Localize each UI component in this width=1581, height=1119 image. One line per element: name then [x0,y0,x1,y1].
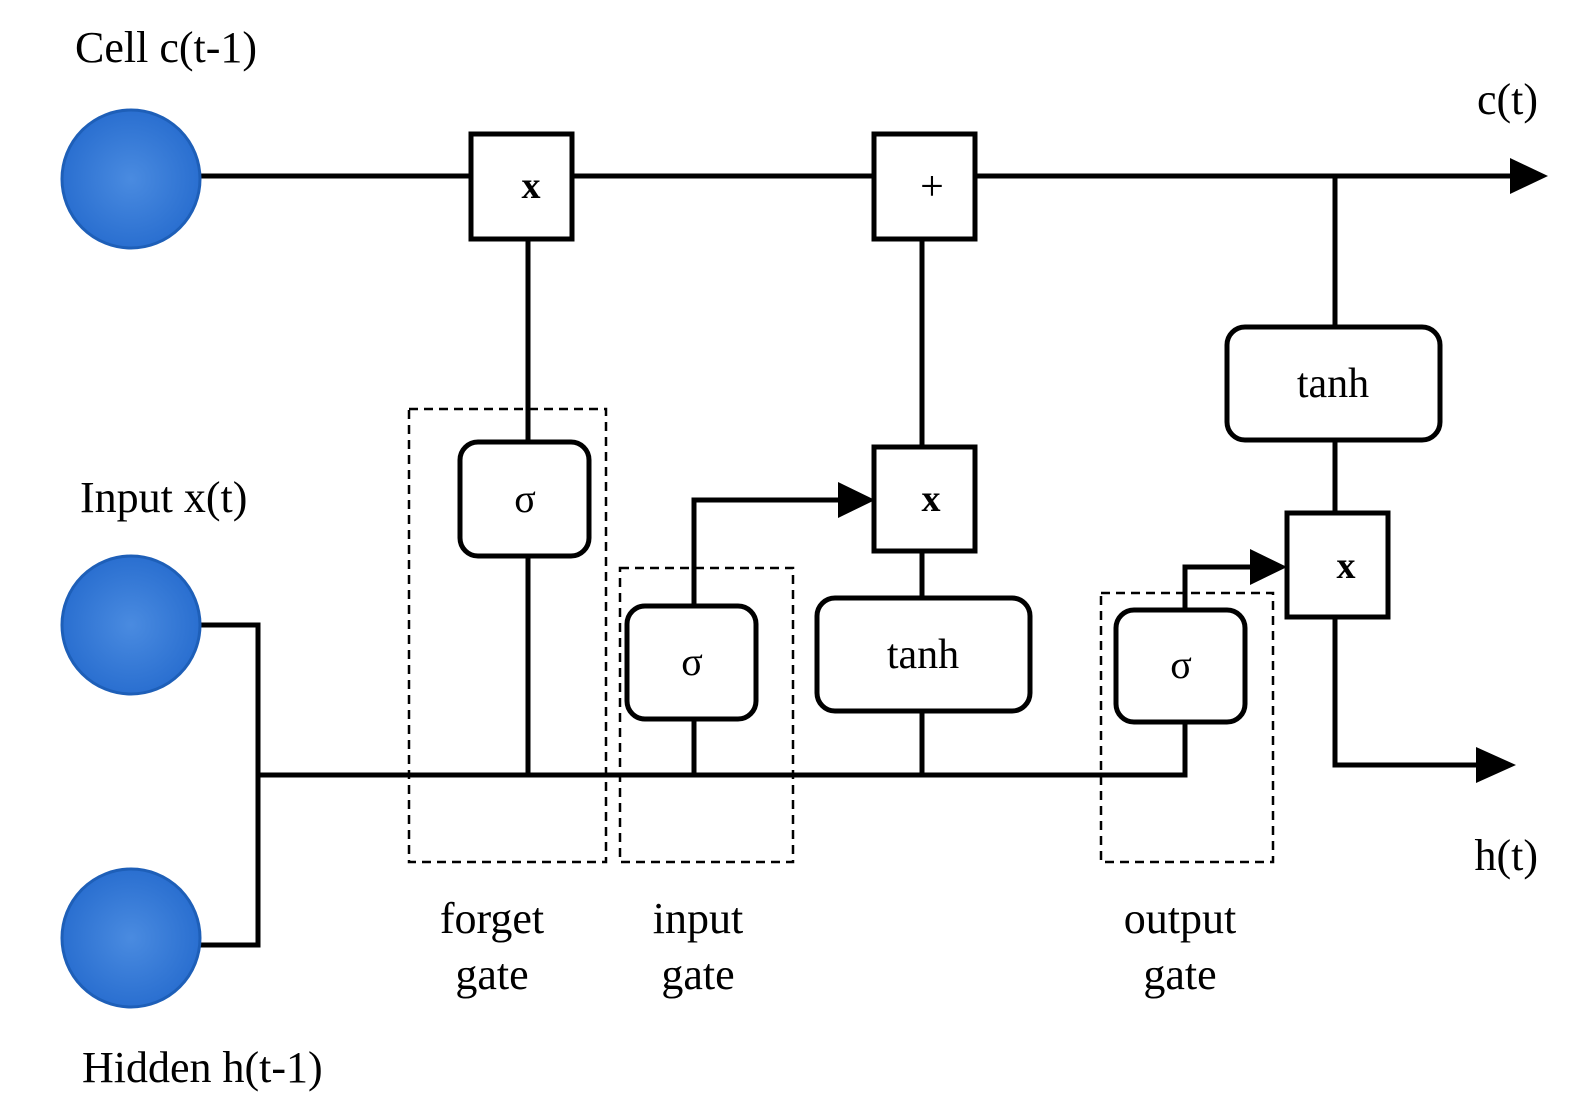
output-gate-wire [1182,564,1258,613]
input-gate-region [618,566,795,864]
forget-multiply-symbol: x [522,165,541,207]
input-gate-caption-line1: input [653,894,743,943]
input-gate-arrow-icon [838,482,875,518]
forget-gate-caption-line1: forget [440,894,544,943]
hidden-input-label: Hidden h(t-1) [82,1043,323,1092]
forget-sigmoid-box: σ [457,439,592,559]
forget-multiply-op: x [468,131,575,242]
input-multiply-op: x [871,444,978,554]
input-x-node [60,554,202,696]
candidate-tanh-box: tanh [814,595,1033,714]
add-op: + [871,131,978,242]
hidden-output-wire [1332,614,1483,768]
arrowheads [838,158,1548,783]
cell-output-label: c(t) [1477,75,1538,124]
output-gate-arrow-icon [1250,549,1287,585]
output-tanh-box: tanh [1224,324,1443,443]
input-gate-caption-line2: gate [661,950,734,999]
forget-gate-region [407,407,608,864]
output-gate-caption-line2: gate [1143,950,1216,999]
output-sigmoid-label: σ [1170,642,1192,687]
input-x-label: Input x(t) [80,473,247,522]
candidate-tanh-label: tanh [887,632,959,678]
input-merge-wire [197,622,261,948]
cell-output-arrow-icon [1510,158,1548,194]
cell-input-node [60,108,202,250]
output-sigmoid-box: σ [1113,607,1248,725]
hidden-output-label: h(t) [1474,831,1538,880]
forget-sigmoid-label: σ [514,476,536,521]
add-symbol: + [920,164,944,210]
input-gate-wire [691,497,848,609]
hidden-input-node [60,867,202,1009]
forget-gate-caption-line2: gate [455,950,528,999]
input-sigmoid-box: σ [624,603,759,722]
connection-wires [197,173,1518,948]
output-tanh-label: tanh [1297,361,1369,407]
output-gate-caption-line1: output [1124,894,1236,943]
output-gate-region [1099,591,1275,864]
output-multiply-symbol: x [1337,545,1356,587]
input-sigmoid-label: σ [681,639,703,684]
output-multiply-op: x [1284,510,1391,620]
input-multiply-symbol: x [922,478,941,520]
hidden-output-arrow-icon [1476,747,1516,783]
cell-input-label: Cell c(t-1) [75,23,257,72]
